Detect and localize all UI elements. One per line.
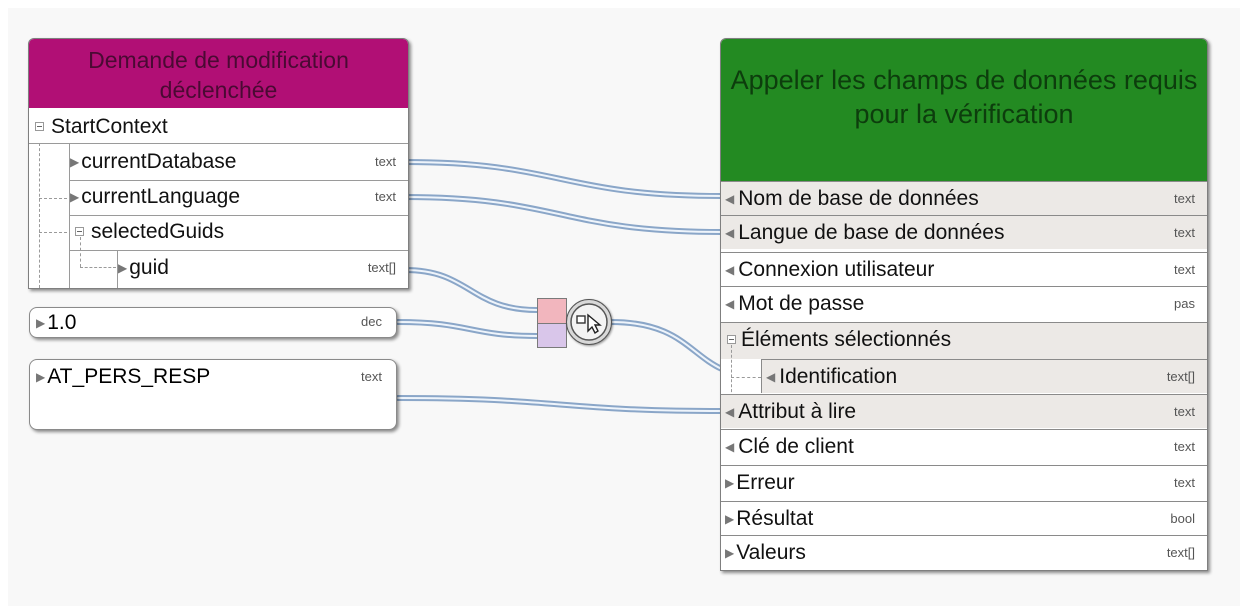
output-arrow-icon: ▶	[725, 545, 735, 560]
constant-text[interactable]: ▶AT_PERS_RESP text	[29, 359, 397, 430]
input-arrow-icon: ◀	[725, 262, 735, 277]
start-node-title: Demande de modification déclenchée	[29, 39, 408, 108]
type-badge: text	[1174, 191, 1195, 206]
expand-right-icon: ▶	[70, 155, 80, 170]
type-badge: bool	[1170, 511, 1195, 526]
param-identification[interactable]: ◀Identification text[]	[761, 359, 1207, 393]
type-badge: text	[1174, 225, 1195, 240]
field-guid[interactable]: ▶guid text[]	[118, 252, 408, 286]
collapse-icon[interactable]	[727, 335, 736, 344]
output-arrow-icon: ▶	[725, 475, 735, 490]
input-arrow-icon: ◀	[725, 296, 735, 311]
input-arrow-icon: ◀	[725, 404, 735, 419]
type-badge: text	[1174, 404, 1195, 419]
function-node[interactable]: Appeler les champs de données requis pou…	[720, 38, 1208, 571]
type-badge: text	[361, 369, 382, 384]
param-langue-base[interactable]: ◀Langue de base de données text	[721, 215, 1207, 249]
field-currentLanguage[interactable]: ▶currentLanguage text	[70, 181, 408, 215]
type-badge: text[]	[1166, 545, 1195, 560]
output-arrow-icon: ▶	[725, 511, 735, 526]
param-attribut[interactable]: ◀Attribut à lire text	[721, 394, 1207, 428]
param-nom-base[interactable]: ◀Nom de base de données text	[721, 181, 1207, 215]
input-arrow-icon: ◀	[725, 439, 735, 454]
collapse-icon[interactable]	[35, 122, 44, 131]
cursor-select-icon[interactable]	[566, 299, 612, 345]
function-node-title: Appeler les champs de données requis pou…	[721, 39, 1207, 181]
input-arrow-icon: ◀	[725, 191, 735, 206]
type-badge: pas	[1174, 296, 1195, 311]
input-arrow-icon: ◀	[725, 225, 735, 240]
type-badge: text	[375, 154, 396, 169]
start-event-node[interactable]: Demande de modification déclenchée Start…	[28, 38, 409, 289]
type-badge: text[]	[1166, 369, 1195, 384]
param-mot-de-passe[interactable]: ◀Mot de passe pas	[721, 286, 1207, 320]
input-arrow-icon: ◀	[766, 369, 776, 384]
output-erreur[interactable]: ▶Erreur text	[721, 465, 1207, 501]
type-badge: text	[1174, 262, 1195, 277]
type-badge: text	[375, 189, 396, 204]
constant-value: AT_PERS_RESP	[47, 365, 211, 388]
expand-right-icon: ▶	[70, 190, 80, 205]
merge-operator[interactable]	[537, 298, 567, 348]
output-resultat[interactable]: ▶Résultat bool	[721, 501, 1207, 535]
type-badge: text	[1174, 439, 1195, 454]
type-badge: dec	[361, 314, 382, 329]
expand-right-icon: ▶	[36, 370, 46, 385]
param-elements-selectionnes[interactable]: Éléments sélectionnés	[721, 322, 1207, 359]
collapse-icon[interactable]	[75, 227, 84, 236]
expand-right-icon: ▶	[36, 316, 46, 331]
param-cle-client[interactable]: ◀Clé de client text	[721, 429, 1207, 463]
start-context-label: StartContext	[51, 115, 168, 138]
param-connexion[interactable]: ◀Connexion utilisateur text	[721, 252, 1207, 286]
type-badge: text	[1174, 475, 1195, 490]
expand-right-icon: ▶	[118, 261, 128, 276]
type-badge: text[]	[367, 260, 396, 275]
constant-decimal[interactable]: ▶1.0 dec	[29, 307, 397, 338]
field-currentDatabase[interactable]: ▶currentDatabase text	[70, 146, 408, 180]
constant-value: 1.0	[47, 311, 77, 334]
field-selectedGuids[interactable]: selectedGuids	[91, 220, 225, 243]
output-valeurs[interactable]: ▶Valeurs text[]	[721, 535, 1207, 570]
